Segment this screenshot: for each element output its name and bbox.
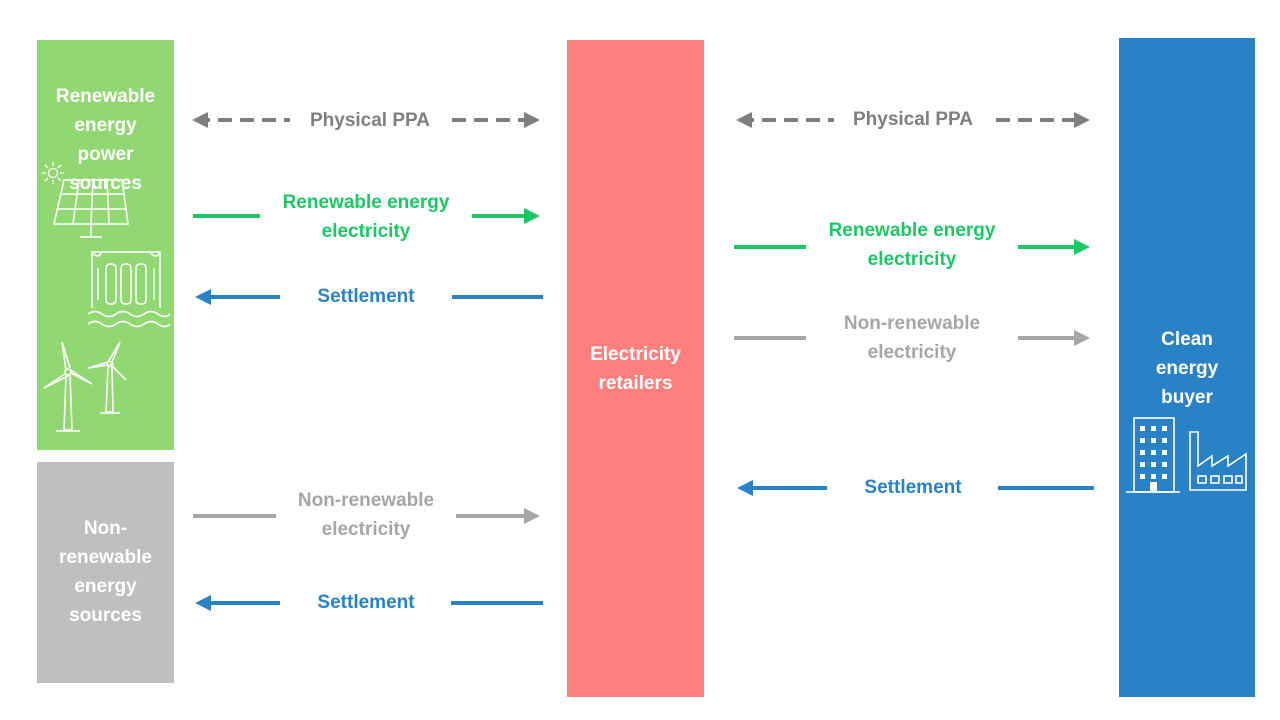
right-nonrenewable-label: Non-renewable electricity [843, 313, 981, 363]
hydro-dam-icon [87, 251, 171, 328]
left-settlement-bottom-label: Settlement [317, 592, 415, 613]
wind-turbine-icon [43, 341, 127, 432]
factory-icon [1189, 431, 1247, 491]
nonrenewable-sources-label: Non- renewable energy sources [59, 518, 152, 626]
sun-icon [42, 162, 64, 184]
left-settlement-top-label: Settlement [317, 286, 415, 307]
left-renewable-label: Renewable energy electricity [282, 192, 450, 242]
renewable-sources-block: Renewable energy power sources [37, 40, 174, 450]
renewable-sources-label: Renewable energy power sources [55, 86, 156, 194]
electricity-retailers-label: Electricity retailers [590, 344, 681, 394]
nonrenewable-sources-block: Non- renewable energy sources [37, 462, 174, 683]
clean-energy-buyer-label: Clean energy buyer [1155, 329, 1219, 408]
right-physical-ppa-label: Physical PPA [852, 109, 974, 130]
left-physical-ppa-label: Physical PPA [309, 110, 431, 131]
right-renewable-label: Renewable energy electricity [828, 220, 996, 270]
left-nonrenewable-label: Non-renewable electricity [297, 490, 435, 540]
office-building-icon [1126, 417, 1180, 493]
electricity-retailers-block: Electricity retailers [567, 40, 704, 697]
solar-panel-icon [52, 179, 129, 238]
right-settlement-label: Settlement [864, 477, 962, 498]
clean-energy-buyer-block: Clean energy buyer [1119, 38, 1255, 697]
